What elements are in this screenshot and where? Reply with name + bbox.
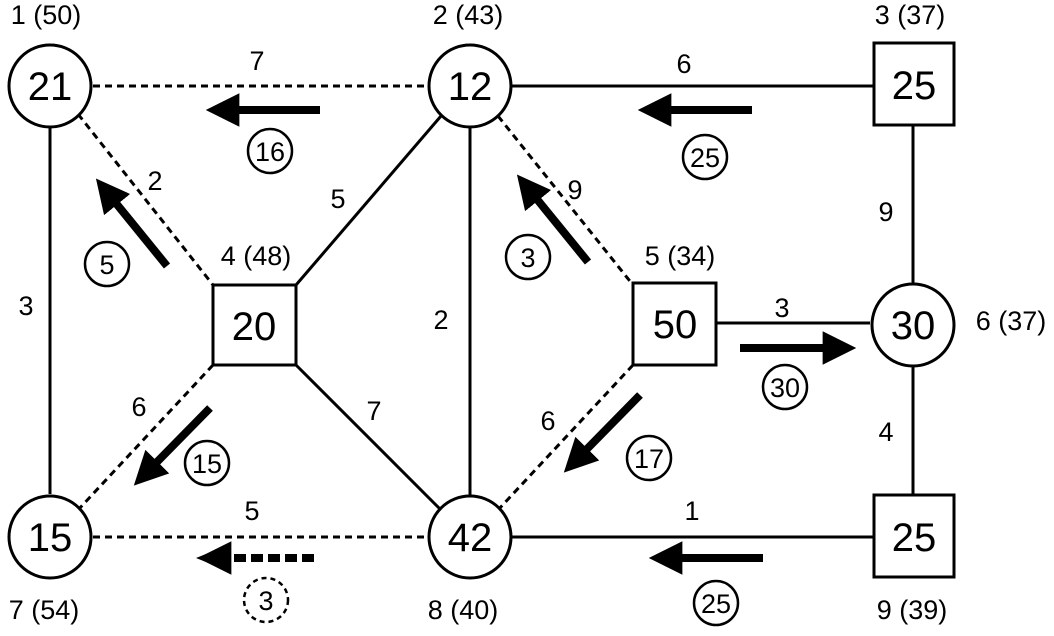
edge-weights: 7 6 2 5 3 2 9 9 3 6 7 6 4 5 1 — [18, 46, 893, 526]
edge-4-8 — [294, 363, 443, 512]
flow-value: 15 — [192, 449, 222, 479]
node-3: 25 3 (37) — [872, 0, 956, 127]
flow-value: 30 — [770, 373, 800, 403]
edge-4-7 — [76, 363, 215, 512]
edge-weight-4-7: 6 — [131, 392, 146, 422]
node-label: 7 (54) — [9, 595, 80, 625]
node-9: 25 9 (39) — [872, 493, 956, 625]
node-label: 2 (43) — [433, 0, 504, 30]
edge-weight-4-2: 5 — [330, 184, 345, 214]
edge-1-4 — [76, 113, 215, 286]
flow-arrow-5-8: 17 — [563, 392, 673, 482]
node-4: 20 4 (48) — [211, 241, 298, 367]
node-value: 20 — [232, 305, 277, 349]
node-value: 25 — [892, 516, 937, 560]
flow-value: 3 — [258, 586, 273, 616]
node-6: 30 6 (37) — [870, 282, 1047, 368]
edge-weight-1-2: 7 — [249, 46, 264, 76]
node-label: 3 (37) — [875, 0, 946, 30]
flow-arrow-4-7: 15 — [133, 405, 231, 487]
node-value: 12 — [448, 65, 493, 109]
node-value: 42 — [448, 516, 493, 560]
edge-weight-8-9: 1 — [684, 496, 699, 526]
node-value: 25 — [892, 64, 937, 108]
flow-arrow-5-6: 30 — [740, 331, 857, 411]
edge-weight-2-3: 6 — [676, 49, 691, 79]
node-7: 15 7 (54) — [7, 494, 93, 625]
flow-value: 16 — [255, 137, 285, 167]
flow-value: 17 — [634, 444, 664, 474]
node-label: 8 (40) — [428, 595, 499, 625]
node-5: 50 5 (34) — [631, 241, 718, 367]
flow-arrow-4-1: 5 — [83, 178, 171, 288]
edge-weight-6-9: 4 — [878, 417, 893, 447]
node-8: 42 8 (40) — [427, 494, 513, 625]
flow-arrow-5-2: 3 — [504, 174, 592, 281]
edge-2-5 — [496, 115, 635, 286]
node-value: 15 — [28, 516, 73, 560]
node-value: 21 — [28, 65, 73, 109]
edge-weight-5-6: 3 — [774, 293, 789, 323]
node-1: 21 1 (50) — [7, 0, 93, 129]
edge-5-8 — [496, 363, 635, 512]
edge-weight-7-8: 5 — [244, 496, 259, 526]
flow-arrows: 16 25 5 3 30 15 17 — [83, 93, 857, 627]
flow-value: 25 — [701, 589, 731, 619]
node-value: 30 — [891, 304, 936, 348]
flow-arrow-3-2: 25 — [637, 93, 752, 181]
node-label: 4 (48) — [221, 241, 292, 271]
flow-value: 5 — [99, 250, 114, 280]
edge-weight-2-8: 2 — [433, 305, 448, 335]
flow-arrow-8-7: 3 — [196, 541, 314, 624]
edge-weight-4-8: 7 — [366, 396, 381, 426]
node-label: 5 (34) — [645, 241, 716, 271]
flow-value: 3 — [520, 243, 535, 273]
edge-weight-2-5: 9 — [567, 175, 582, 205]
edge-weight-1-7: 3 — [18, 291, 33, 321]
node-value: 50 — [653, 303, 698, 347]
nodes: 21 1 (50) 12 2 (43) 25 3 (37) 20 4 (48) … — [7, 0, 1047, 625]
flow-arrow-2-1: 16 — [205, 93, 320, 175]
flow-arrow-9-8: 25 — [648, 541, 763, 627]
edge-weight-1-4: 2 — [147, 166, 162, 196]
flow-value: 25 — [690, 143, 720, 173]
edge-weight-3-6: 9 — [878, 197, 893, 227]
node-label: 6 (37) — [976, 306, 1047, 336]
edge-4-2 — [294, 115, 443, 286]
node-label: 1 (50) — [11, 0, 82, 30]
node-label: 9 (39) — [877, 595, 948, 625]
node-2: 12 2 (43) — [427, 0, 513, 129]
edge-weight-5-8: 6 — [540, 406, 555, 436]
